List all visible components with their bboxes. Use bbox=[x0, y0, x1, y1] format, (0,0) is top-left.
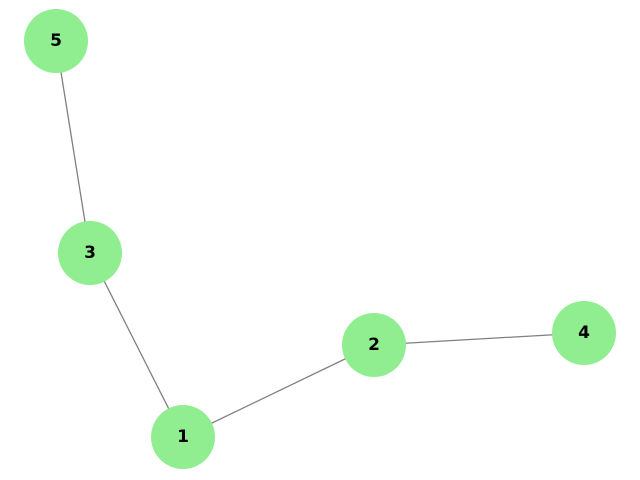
graph-node-circle-5[interactable] bbox=[24, 9, 88, 73]
edge-layer bbox=[55, 40, 585, 438]
graph-node-5[interactable]: 5 bbox=[24, 9, 88, 73]
graph-edge-2-4 bbox=[373, 332, 585, 346]
graph-node-circle-2[interactable] bbox=[342, 313, 406, 377]
graph-node-circle-4[interactable] bbox=[552, 301, 616, 365]
graph-edge-1-2 bbox=[182, 344, 375, 438]
graph-node-circle-1[interactable] bbox=[151, 405, 215, 469]
graph-edge-3-1 bbox=[89, 252, 184, 438]
graph-node-circle-3[interactable] bbox=[58, 221, 122, 285]
graph-node-2[interactable]: 2 bbox=[342, 313, 406, 377]
graph-node-1[interactable]: 1 bbox=[151, 405, 215, 469]
node-layer: 1 2 3 4 5 bbox=[24, 9, 616, 469]
graph-edge-5-3 bbox=[55, 40, 91, 254]
graph-node-4[interactable]: 4 bbox=[552, 301, 616, 365]
graph-node-3[interactable]: 3 bbox=[58, 221, 122, 285]
